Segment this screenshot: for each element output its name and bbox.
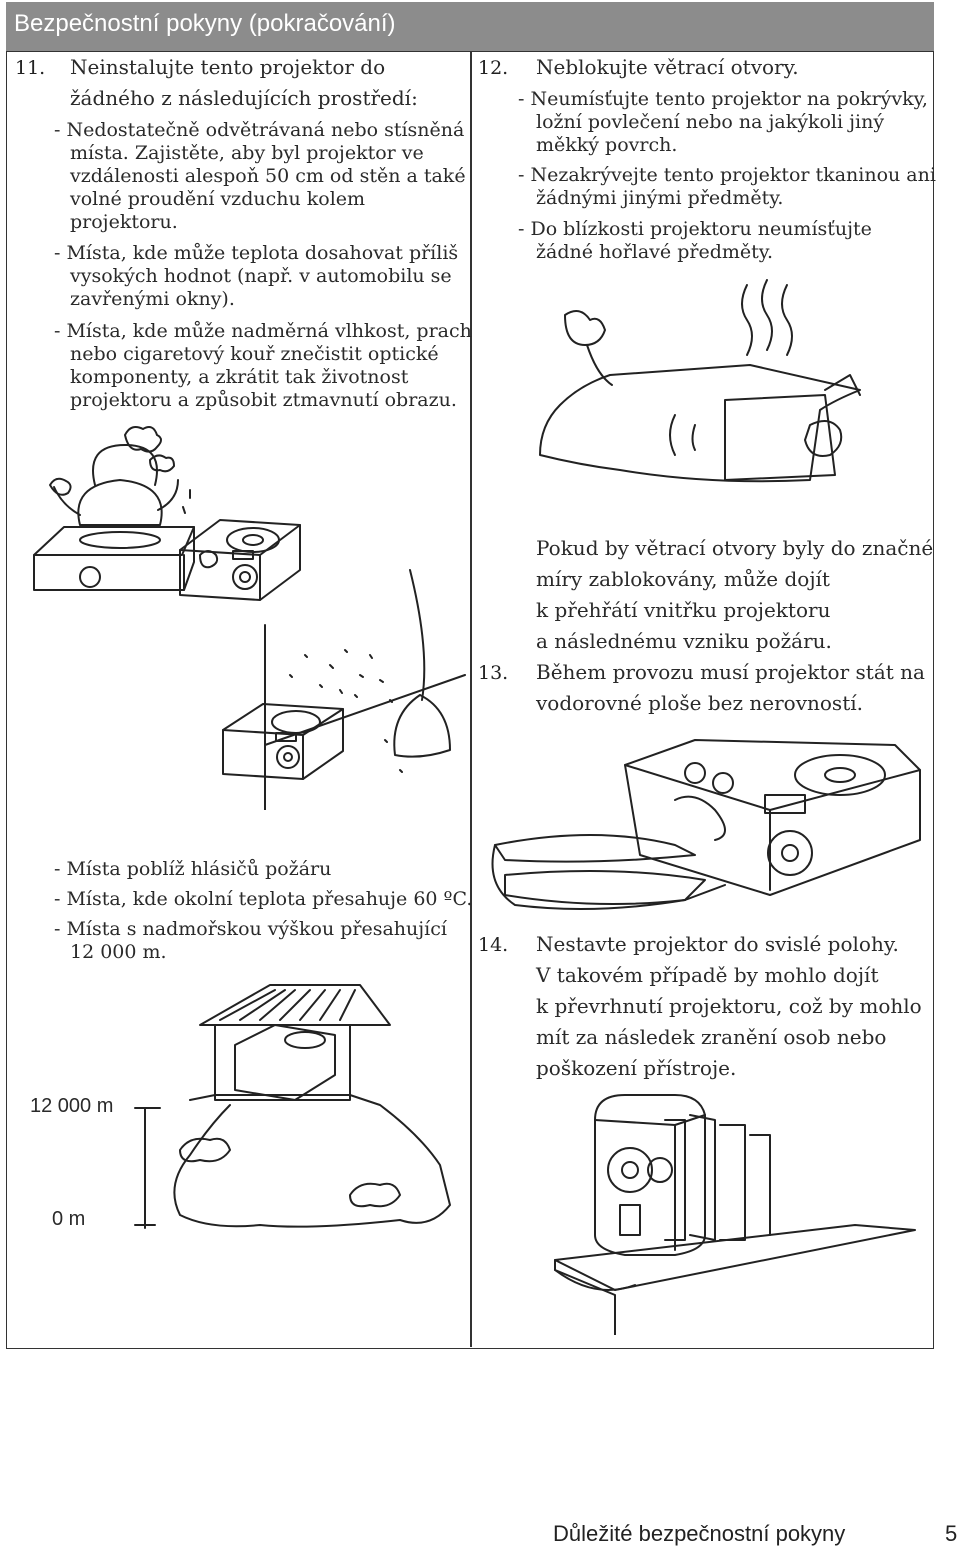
covered-projector-illustration [539, 279, 861, 483]
item-11-bullet-2-line-1: - Místa, kde může teplota dosahovat příl… [54, 242, 459, 264]
dusty-room-illustration [264, 569, 466, 810]
item-12-warning-line-3: k přehřátí vnitřku projektoru [536, 598, 831, 622]
projector-near-heat-illustration [179, 519, 301, 601]
item-11-bullet-4: - Místa poblíž hlásičů požáru [54, 858, 332, 880]
item-12-bullet-2-line-2: žádnými jinými předměty. [536, 187, 784, 209]
column-divider [470, 52, 472, 1347]
item-12-bullet-1-line-3: měkký povrch. [536, 134, 678, 156]
mountain-house-illustration [134, 984, 451, 1229]
altitude-label-bottom: 0 m [52, 1208, 86, 1230]
item-11-bullet-3-line-1: - Místa, kde může nadměrná vlhkost, prac… [54, 320, 472, 342]
item-11-title-line-2: žádného z následujících prostředí: [70, 86, 418, 110]
item-12-bullet-1-line-1: - Neumísťujte tento projektor na pokrývk… [518, 88, 928, 110]
item-12-warning-line-1: Pokud by větrací otvory byly do značné [536, 536, 934, 560]
item-12-bullet-1-line-2: ložní povlečení nebo na jakýkoli jiný [536, 111, 885, 133]
altitude-label-top: 12 000 m [30, 1095, 114, 1117]
item-12-title: Neblokujte větrací otvory. [536, 55, 799, 79]
item-11-bullet-3-line-3: komponenty, a zkrátit tak životnost [70, 366, 409, 388]
item-11-bullet-1-line-2: místa. Zajistěte, aby byl projektor ve [70, 142, 424, 164]
item-11-bullet-2-line-2: vysokých hodnot (např. v automobilu se [70, 265, 452, 287]
item-11-bullet-3-line-2: nebo cigaretový kouř znečistit optické [70, 343, 439, 365]
item-11-number: 11. [15, 57, 46, 79]
item-12-bullet-3-line-1: - Do blízkosti projektoru neumísťujte [518, 218, 872, 240]
item-11-bullet-1-line-4: volné proudění vzduchu kolem [70, 188, 366, 210]
item-14-line-2: V takovém případě by mohlo dojít [536, 963, 879, 987]
item-11-bullet-6-line-2: 12 000 m. [70, 941, 167, 963]
item-14-line-1: Nestavte projektor do svislé polohy. [536, 932, 899, 956]
item-13-line-2: vodorovné ploše bez nerovností. [536, 691, 863, 715]
item-11-bullet-1-line-1: - Nedostatečně odvětrávaná nebo stísněná [54, 119, 465, 141]
section-title: Bezpečnostní pokyny (pokračování) [14, 10, 396, 37]
projector-in-dust-illustration [222, 703, 344, 780]
item-11-bullet-1-line-3: vzdálenosti alespoň 50 cm od stěn a také [70, 165, 466, 187]
item-11-title-line-1: Neinstalujte tento projektor do [70, 55, 386, 79]
item-14-line-4: mít za následek zranění osob nebo [536, 1025, 887, 1049]
item-12-bullet-2-line-1: - Nezakrývejte tento projektor tkaninou … [518, 164, 936, 186]
item-12-number: 12. [478, 57, 509, 79]
item-11-bullet-1-line-5: projektoru. [70, 211, 178, 233]
item-14-line-3: k převrhnutí projektoru, což by mohlo [536, 994, 922, 1018]
item-12-warning-line-4: a následnému vzniku požáru. [536, 629, 832, 653]
item-14-number: 14. [478, 934, 509, 956]
item-11-bullet-5: - Místa, kde okolní teplota přesahuje 60… [54, 888, 473, 910]
section-header: Bezpečnostní pokyny (pokračování) [6, 2, 934, 52]
item-13-number: 13. [478, 662, 509, 684]
item-12-bullet-3-line-2: žádné hořlavé předměty. [536, 241, 773, 263]
footer-page-number: 5 [945, 1521, 958, 1546]
item-11-bullet-6-line-1: - Místa s nadmořskou výškou přesahující [54, 918, 447, 940]
item-11-bullet-3-line-4: projektoru a způsobit ztmavnutí obrazu. [70, 389, 457, 411]
item-13-line-1: Během provozu musí projektor stát na [536, 660, 925, 684]
footer-section-name: Důležité bezpečnostní pokyny [553, 1521, 846, 1546]
item-14-line-5: poškození přístroje. [536, 1056, 737, 1080]
item-11-bullet-2-line-3: zavřenými okny). [70, 288, 235, 310]
upright-projector-shelf-illustration [554, 1094, 916, 1335]
item-12-warning-line-2: míry zablokovány, může dojít [536, 567, 830, 591]
projector-on-blankets-illustration [491, 739, 921, 910]
